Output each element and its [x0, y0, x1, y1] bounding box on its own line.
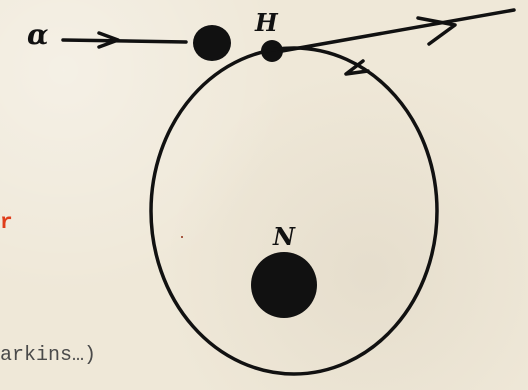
- outgoing-track: [280, 8, 516, 53]
- incoming-track: [61, 38, 188, 44]
- nucleus-core: [251, 252, 317, 318]
- nucleus-label: N: [272, 222, 296, 251]
- alpha-label: α: [27, 18, 49, 51]
- outgoing-arrow-icon: [416, 16, 457, 46]
- paper-speck: [181, 236, 183, 238]
- partial-red-text: r: [0, 212, 13, 235]
- orbit-arrow-icon: [344, 59, 370, 76]
- partial-citation-text: arkins…): [0, 344, 97, 367]
- alpha-particle: [193, 25, 231, 61]
- incoming-arrow-icon: [97, 31, 120, 49]
- electron-orbit: [149, 46, 439, 376]
- hydrogen-label: H: [254, 8, 279, 37]
